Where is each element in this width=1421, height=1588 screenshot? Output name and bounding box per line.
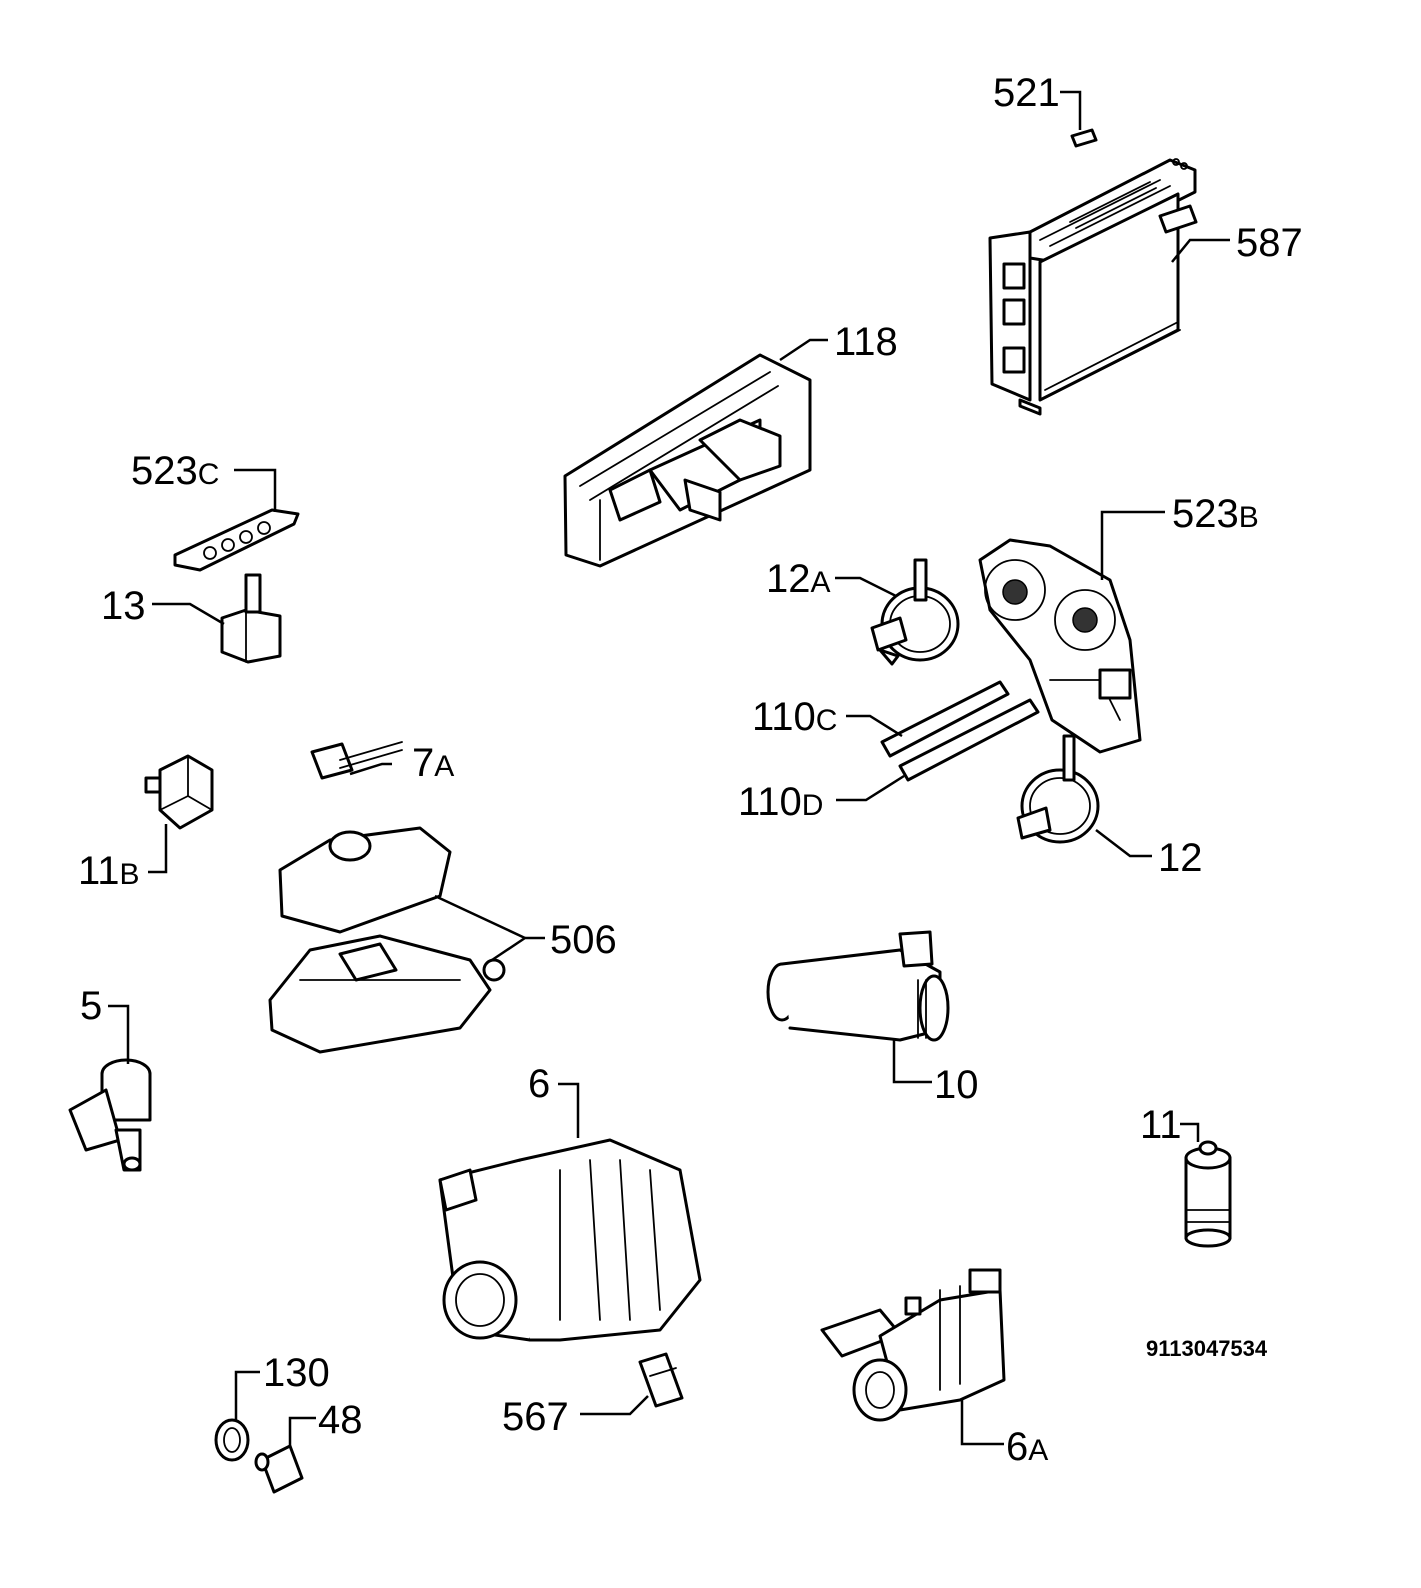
callout-523b: 523B bbox=[1172, 492, 1259, 536]
callout-130: 130 bbox=[263, 1351, 330, 1395]
part-12a-pressure-switch bbox=[870, 558, 960, 666]
callout-118: 118 bbox=[834, 320, 898, 364]
part-6a-drain-pump bbox=[820, 1268, 1006, 1422]
part-6-pump-motor bbox=[438, 1138, 702, 1342]
callout-11b-number: 11 bbox=[78, 849, 120, 893]
callout-110d: 110D bbox=[738, 780, 823, 824]
callout-567-number: 567 bbox=[502, 1395, 569, 1439]
part-7a-sensor bbox=[310, 741, 403, 780]
part-48-plug bbox=[254, 1444, 304, 1494]
callout-7a-suffix: A bbox=[434, 750, 454, 783]
callout-521-number: 521 bbox=[993, 71, 1060, 115]
callout-523b-number: 523 bbox=[1172, 492, 1239, 536]
callout-13-number: 13 bbox=[101, 584, 146, 628]
callout-523c-number: 523 bbox=[131, 449, 198, 493]
part-5-inlet-valve bbox=[68, 1058, 152, 1172]
part-521-clip bbox=[1070, 128, 1098, 148]
callout-6: 6 bbox=[528, 1062, 550, 1106]
callout-523c-suffix: C bbox=[198, 458, 220, 491]
part-11b-capacitor bbox=[144, 754, 214, 830]
callout-110c-number: 110 bbox=[752, 695, 816, 739]
callout-130-number: 130 bbox=[263, 1351, 330, 1395]
callout-6a-number: 6 bbox=[1006, 1425, 1028, 1469]
callout-587: 587 bbox=[1236, 221, 1303, 265]
callout-11b: 11B bbox=[78, 849, 140, 893]
callout-12a-number: 12 bbox=[766, 557, 811, 601]
callout-10-number: 10 bbox=[934, 1063, 979, 1107]
part-587-control-module bbox=[988, 158, 1198, 416]
callout-48: 48 bbox=[318, 1398, 363, 1442]
callout-110c: 110C bbox=[752, 695, 837, 739]
callout-11-number: 11 bbox=[1140, 1103, 1182, 1147]
part-12-pressure-switch bbox=[1016, 734, 1100, 844]
callout-10: 10 bbox=[934, 1063, 979, 1107]
part-567-clip bbox=[638, 1352, 684, 1408]
part-130-ring bbox=[214, 1418, 250, 1462]
callout-523b-suffix: B bbox=[1239, 501, 1259, 534]
callout-5: 5 bbox=[80, 984, 102, 1028]
part-523c-bracket bbox=[173, 508, 300, 572]
callout-11b-suffix: B bbox=[120, 858, 140, 891]
callout-48-number: 48 bbox=[318, 1398, 363, 1442]
document-number: 9113047534 bbox=[1146, 1336, 1268, 1361]
part-506-heater bbox=[268, 826, 506, 1054]
part-11-capacitor bbox=[1184, 1140, 1232, 1248]
callout-506: 506 bbox=[550, 918, 617, 962]
part-13-relay bbox=[220, 573, 282, 664]
callout-7a: 7A bbox=[412, 741, 454, 785]
callout-7a-number: 7 bbox=[412, 741, 434, 785]
leader-lines bbox=[108, 90, 1230, 1448]
callout-587-number: 587 bbox=[1236, 221, 1303, 265]
callout-118-number: 118 bbox=[834, 320, 898, 364]
callout-12-number: 12 bbox=[1158, 836, 1203, 880]
callout-12a-suffix: A bbox=[811, 566, 831, 599]
part-110-hoses bbox=[880, 680, 1040, 782]
callout-567: 567 bbox=[502, 1395, 569, 1439]
callout-11: 11 bbox=[1140, 1103, 1182, 1147]
callout-110d-number: 110 bbox=[738, 780, 802, 824]
callout-12a: 12A bbox=[766, 557, 831, 601]
callout-110d-suffix: D bbox=[802, 789, 824, 822]
callout-6-number: 6 bbox=[528, 1062, 550, 1106]
callout-506-number: 506 bbox=[550, 918, 617, 962]
callout-6a: 6A bbox=[1006, 1425, 1048, 1469]
callout-13: 13 bbox=[101, 584, 146, 628]
callout-6a-suffix: A bbox=[1028, 1434, 1048, 1467]
callout-12: 12 bbox=[1158, 836, 1203, 880]
part-10-heater-element bbox=[766, 930, 950, 1042]
callout-523c: 523C bbox=[131, 449, 219, 493]
part-523b-door-lock bbox=[978, 538, 1142, 754]
callout-110c-suffix: C bbox=[816, 704, 838, 737]
callout-5-number: 5 bbox=[80, 984, 102, 1028]
callout-521: 521 bbox=[993, 71, 1060, 115]
part-118-panel bbox=[563, 353, 812, 568]
